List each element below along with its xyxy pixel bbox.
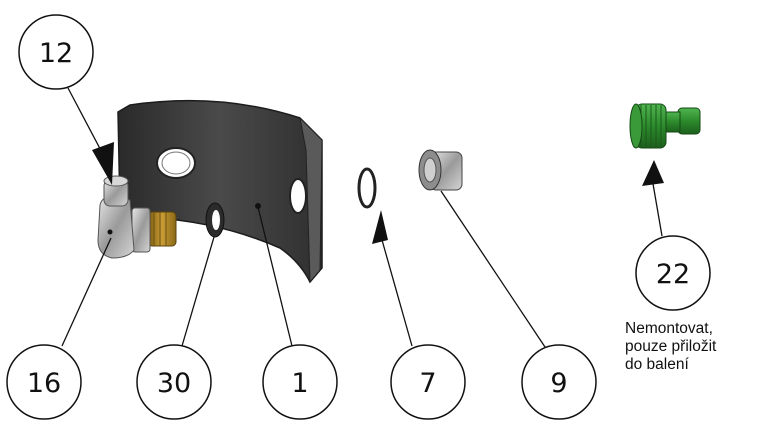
- arrowhead-22: [642, 160, 664, 186]
- arrowhead-12: [92, 142, 114, 185]
- callout-12-label: 12: [39, 38, 73, 69]
- callout-9-circle: [521, 344, 597, 420]
- arrowheads: [92, 142, 664, 244]
- sleeve-part-9: [418, 149, 463, 191]
- callout-16-circle: [6, 344, 82, 420]
- packaging-note-line-3: do balení: [625, 356, 689, 373]
- callout-12-circle: [18, 14, 94, 90]
- callout-9-label: 9: [550, 368, 567, 399]
- callout-1-circle: [262, 344, 338, 420]
- arrowhead-7: [372, 210, 388, 244]
- callout-16-label: 16: [27, 368, 61, 399]
- callout-30-circle: [136, 344, 212, 420]
- callout-7-label: 7: [419, 368, 436, 399]
- ring-part-7: [357, 167, 377, 209]
- leader-1: [257, 206, 293, 347]
- leader-7: [381, 239, 413, 347]
- packaging-note-line-1: Nemontovat,: [625, 320, 713, 337]
- leader-30: [181, 236, 215, 347]
- callout-22-label: 22: [656, 259, 690, 290]
- washer-part-30: [205, 202, 225, 238]
- elbow-fitting-part-16: [97, 175, 177, 259]
- callout-1-label: 1: [291, 368, 308, 399]
- hose-connector-part-22: [629, 103, 701, 149]
- callout-30-label: 30: [157, 368, 191, 399]
- callouts: [6, 14, 711, 420]
- packaging-note-line-2: pouze přiložit: [625, 338, 717, 355]
- callout-7-circle: [390, 344, 466, 420]
- leader-16: [61, 237, 112, 347]
- leader-9: [440, 190, 548, 351]
- callout-22-circle: [635, 235, 711, 311]
- leader-22: [651, 177, 663, 237]
- packaging-note: Nemontovat, pouze přiložit do balení: [625, 320, 763, 374]
- bracket-part: [117, 99, 323, 284]
